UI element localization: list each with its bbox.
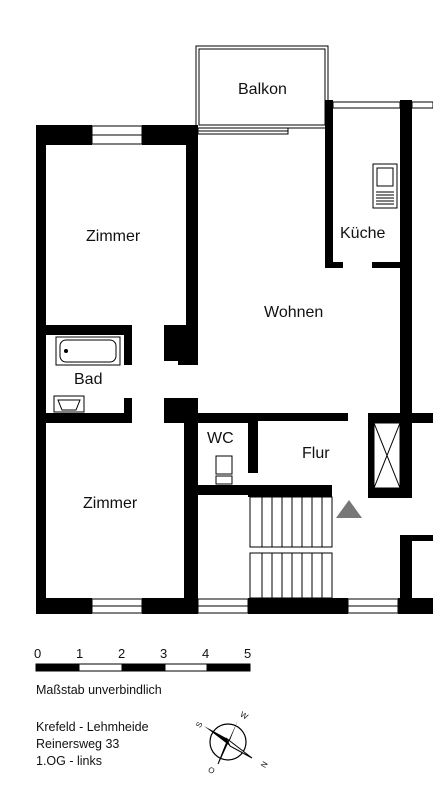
walls: [36, 100, 433, 614]
scale-tick-2: 2: [118, 646, 126, 661]
room-label-kueche: Küche: [340, 225, 386, 242]
stairs: [249, 496, 333, 599]
scale-note: Maßstab unverbindlich: [36, 683, 162, 697]
entrance-triangle: [336, 500, 362, 518]
shaft-icon: [373, 422, 401, 489]
scale-tick-0: 0: [34, 646, 42, 661]
room-label-bad: Bad: [74, 371, 103, 388]
room-label-wohnen: Wohnen: [264, 304, 324, 321]
bathtub-icon: [55, 336, 121, 366]
scale-bar: [35, 663, 251, 672]
room-label-zimmer-bottom: Zimmer: [83, 495, 138, 512]
toilet-icon: [215, 455, 233, 485]
room-label-flur: Flur: [302, 445, 330, 462]
address-line-1: Krefeld - Lehmheide: [36, 720, 149, 734]
address-line-3: 1.OG - links: [36, 754, 102, 768]
scale-tick-1: 1: [76, 646, 84, 661]
scale-tick-5: 5: [244, 646, 252, 661]
scale-tick-4: 4: [202, 646, 210, 661]
address-line-2: Reinersweg 33: [36, 737, 120, 751]
room-label-wc: WC: [207, 430, 234, 447]
scale-tick-3: 3: [160, 646, 168, 661]
compass-icon: [204, 720, 253, 765]
room-label-balkon: Balkon: [238, 81, 287, 98]
stove-icon: [372, 163, 398, 209]
room-label-zimmer-top: Zimmer: [86, 228, 141, 245]
sink-icon: [53, 395, 85, 413]
balcony-outline: [195, 45, 329, 129]
